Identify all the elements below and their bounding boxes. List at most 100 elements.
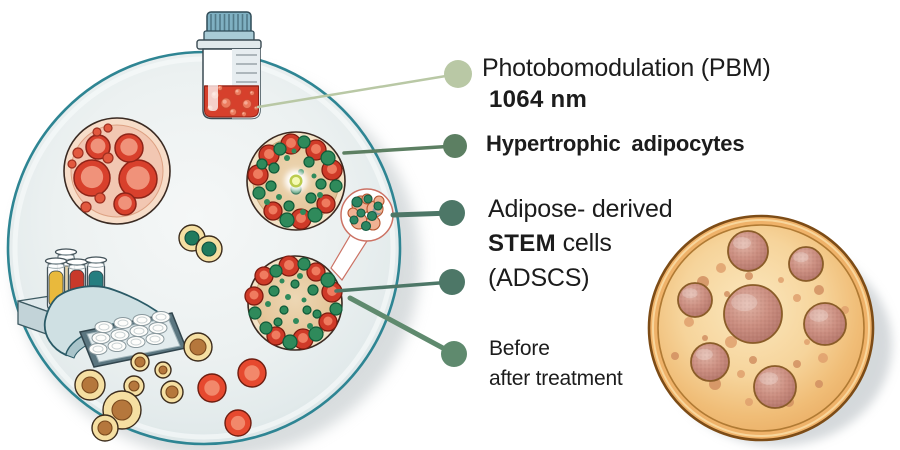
green-dot <box>279 278 285 284</box>
cell-nucleus <box>165 385 179 399</box>
green-cell <box>297 135 311 149</box>
cell-colony-texture <box>679 284 711 316</box>
plate-well <box>88 343 108 355</box>
cell-colony-highlight <box>682 288 698 299</box>
plate-well <box>107 340 127 352</box>
label-adipose-line3: (ADSCS) <box>488 264 590 292</box>
cell-nucleus <box>184 230 200 246</box>
cell-colony-texture <box>692 344 728 380</box>
cell-bubble-highlight <box>222 99 227 104</box>
label-pbm-line2: 1064 nm <box>489 85 588 113</box>
green-dot <box>265 301 271 307</box>
label-pbm-line1: Photobomodulation (PBM) <box>482 54 771 82</box>
green-cell <box>273 142 287 156</box>
plate-well-inner <box>133 327 145 335</box>
medium-speckle <box>804 339 810 345</box>
cell-nucleus <box>134 356 146 368</box>
medium-speckle <box>702 335 708 341</box>
red-adipocyte-core <box>253 169 263 179</box>
green-cell <box>290 279 300 289</box>
green-dot <box>297 273 303 279</box>
green-cell <box>273 317 283 327</box>
medium-speckle <box>737 370 745 378</box>
plate-well-inner <box>152 324 164 332</box>
hypertrophic-adipocytes-irradiated <box>246 131 346 231</box>
small-droplet <box>103 123 113 133</box>
red-adipocyte-core <box>298 333 308 343</box>
medium-speckle <box>725 336 737 348</box>
cell-colony-texture <box>805 304 845 344</box>
plate-well <box>132 314 152 326</box>
cell-colony-texture <box>729 232 767 270</box>
small-droplet <box>80 201 92 213</box>
cell-colony-highlight <box>733 237 751 249</box>
stem-cell-callout <box>330 188 394 281</box>
green-cell <box>329 179 343 193</box>
lab-analyzer <box>17 248 188 368</box>
cell-nucleus <box>158 365 168 375</box>
test-tube-rim-line <box>68 264 86 270</box>
green-cell <box>329 302 343 316</box>
stem-cell-nucleus <box>349 215 359 225</box>
small-droplet <box>94 192 106 204</box>
cell-bubble-highlight <box>250 91 253 94</box>
red-adipocyte-core <box>271 330 281 340</box>
stem-cell-nucleus <box>363 194 373 204</box>
green-cell <box>315 178 327 190</box>
medium-speckle <box>815 380 823 388</box>
stem-cell-nucleus <box>351 196 363 208</box>
cell-bubble-highlight <box>242 112 245 115</box>
small-droplet <box>92 127 102 137</box>
cell-colony-highlight <box>759 372 779 385</box>
plate-well <box>148 322 168 334</box>
cell-nucleus <box>201 241 217 257</box>
cell-bubble-highlight <box>254 106 257 109</box>
adipocytes-after-treatment <box>244 255 343 351</box>
label-before-line2: after treatment <box>489 367 623 391</box>
plate-well <box>145 333 165 345</box>
sample-bottle <box>196 11 262 120</box>
green-dot <box>293 318 299 324</box>
plate-well-inner <box>136 316 148 324</box>
medium-speckle <box>745 272 753 280</box>
petri-rim-highlight <box>652 219 870 437</box>
lipid-droplet-core <box>126 166 150 190</box>
bottle-flange <box>196 39 262 50</box>
green-cell <box>252 186 266 200</box>
leader-line <box>256 72 460 109</box>
red-adipocyte-core <box>311 266 321 276</box>
red-adipocyte-core <box>268 205 278 215</box>
green-cell <box>279 305 289 315</box>
green-cell <box>302 305 312 315</box>
plate-well-inner <box>149 335 161 343</box>
green-dot <box>264 199 270 205</box>
label-before-line1: Before <box>489 337 550 360</box>
cell-colony-texture <box>755 367 795 407</box>
medium-speckle <box>793 360 801 368</box>
leader-dot <box>439 269 465 295</box>
cell-colony-highlight <box>731 293 758 312</box>
green-dot <box>285 294 291 300</box>
green-dot <box>311 173 317 179</box>
cell-nucleus <box>97 420 113 436</box>
plate-well <box>151 311 171 323</box>
green-dot <box>300 209 306 215</box>
red-blood-cell-center <box>244 365 260 381</box>
red-blood-cell-center <box>204 380 220 396</box>
leader-line <box>347 295 457 357</box>
green-cell <box>283 200 295 212</box>
plate-well-inner <box>95 334 107 342</box>
green-dot <box>276 194 282 200</box>
small-droplet <box>72 147 84 159</box>
small-droplet <box>102 152 114 164</box>
leader-dot <box>441 341 467 367</box>
medium-speckle <box>745 398 753 406</box>
red-adipocyte-core <box>296 213 306 223</box>
label-adipose-line1: Adipose- derived <box>488 195 673 223</box>
callout-leaders <box>256 60 472 367</box>
green-dot <box>317 192 323 198</box>
medium-speckle <box>778 277 784 283</box>
green-dot <box>307 323 313 329</box>
green-cell <box>265 180 277 192</box>
